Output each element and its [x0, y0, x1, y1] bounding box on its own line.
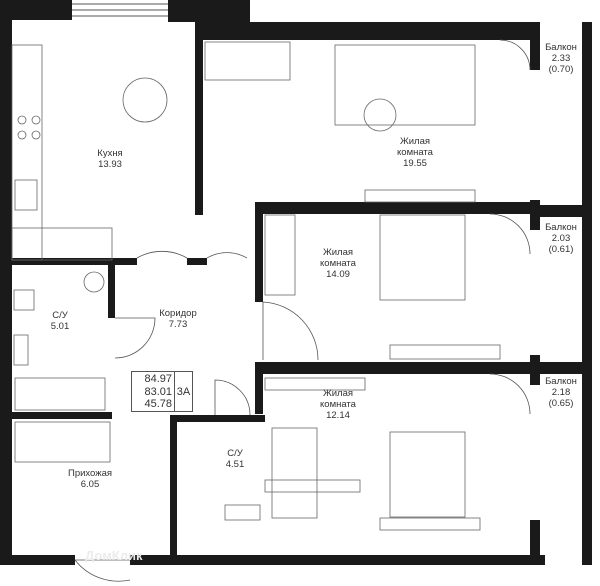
walls: [0, 0, 592, 565]
doors: [74, 39, 531, 582]
window-top: [72, 3, 168, 17]
apartment-type: 3А: [176, 385, 191, 398]
living-area: 45.78: [144, 398, 172, 410]
total-area: 84.97: [144, 373, 172, 385]
fixtures: [11, 41, 501, 531]
watermark: ДомКлик: [85, 548, 143, 563]
reduced-area: 83.01: [144, 385, 172, 398]
